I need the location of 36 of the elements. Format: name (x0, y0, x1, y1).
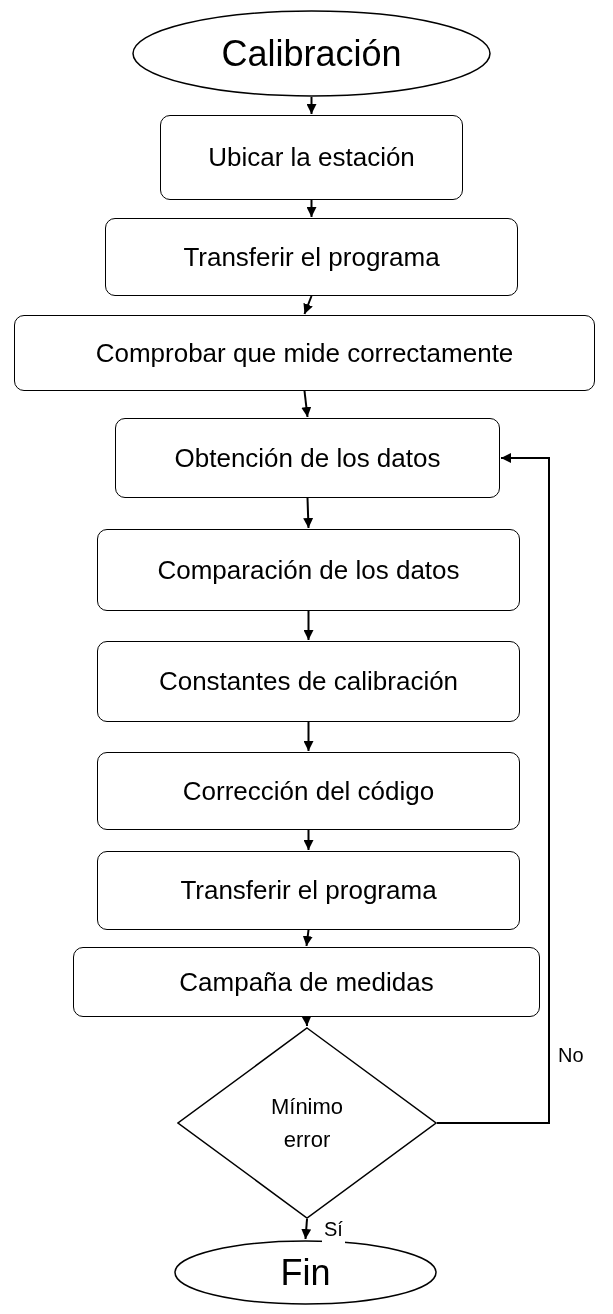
decision-diamond (177, 1027, 437, 1219)
node-label: Calibración (221, 31, 402, 76)
arrow (303, 610, 314, 641)
arrow (436, 453, 550, 1124)
process-box (97, 529, 520, 611)
process-box (105, 218, 518, 296)
node-label: Ubicar la estación (208, 141, 415, 174)
arrow (303, 721, 314, 752)
process-box (97, 851, 520, 930)
node-label: Transferir el programa (180, 874, 437, 907)
node-label: Fin (280, 1250, 331, 1295)
terminal-ellipse (174, 1240, 437, 1305)
node-label: Mínimo error (269, 1093, 345, 1154)
arrow (301, 1015, 312, 1027)
process-box (115, 418, 500, 498)
node-label: Obtención de los datos (174, 441, 441, 475)
process-box (97, 752, 520, 830)
arrow (303, 497, 314, 529)
terminal-ellipse (132, 10, 491, 97)
arrow (306, 96, 317, 115)
node-label: Corrección del código (182, 774, 435, 808)
node-label: Campaña de medidas (179, 965, 434, 999)
arrow (303, 829, 314, 851)
arrow (303, 295, 313, 315)
node-label: Comparación de los datos (157, 553, 460, 587)
process-box (73, 947, 540, 1017)
node-label: Constantes de calibración (158, 665, 459, 698)
arrow (301, 390, 312, 418)
process-box (14, 315, 595, 391)
process-box (160, 115, 463, 200)
arrow (306, 199, 317, 218)
process-box (97, 641, 520, 722)
node-label: Transferir el programa (183, 240, 440, 274)
node-label: Comprobar que mide correctamente (95, 336, 514, 370)
arrow (301, 1218, 312, 1240)
arrow (302, 929, 313, 947)
